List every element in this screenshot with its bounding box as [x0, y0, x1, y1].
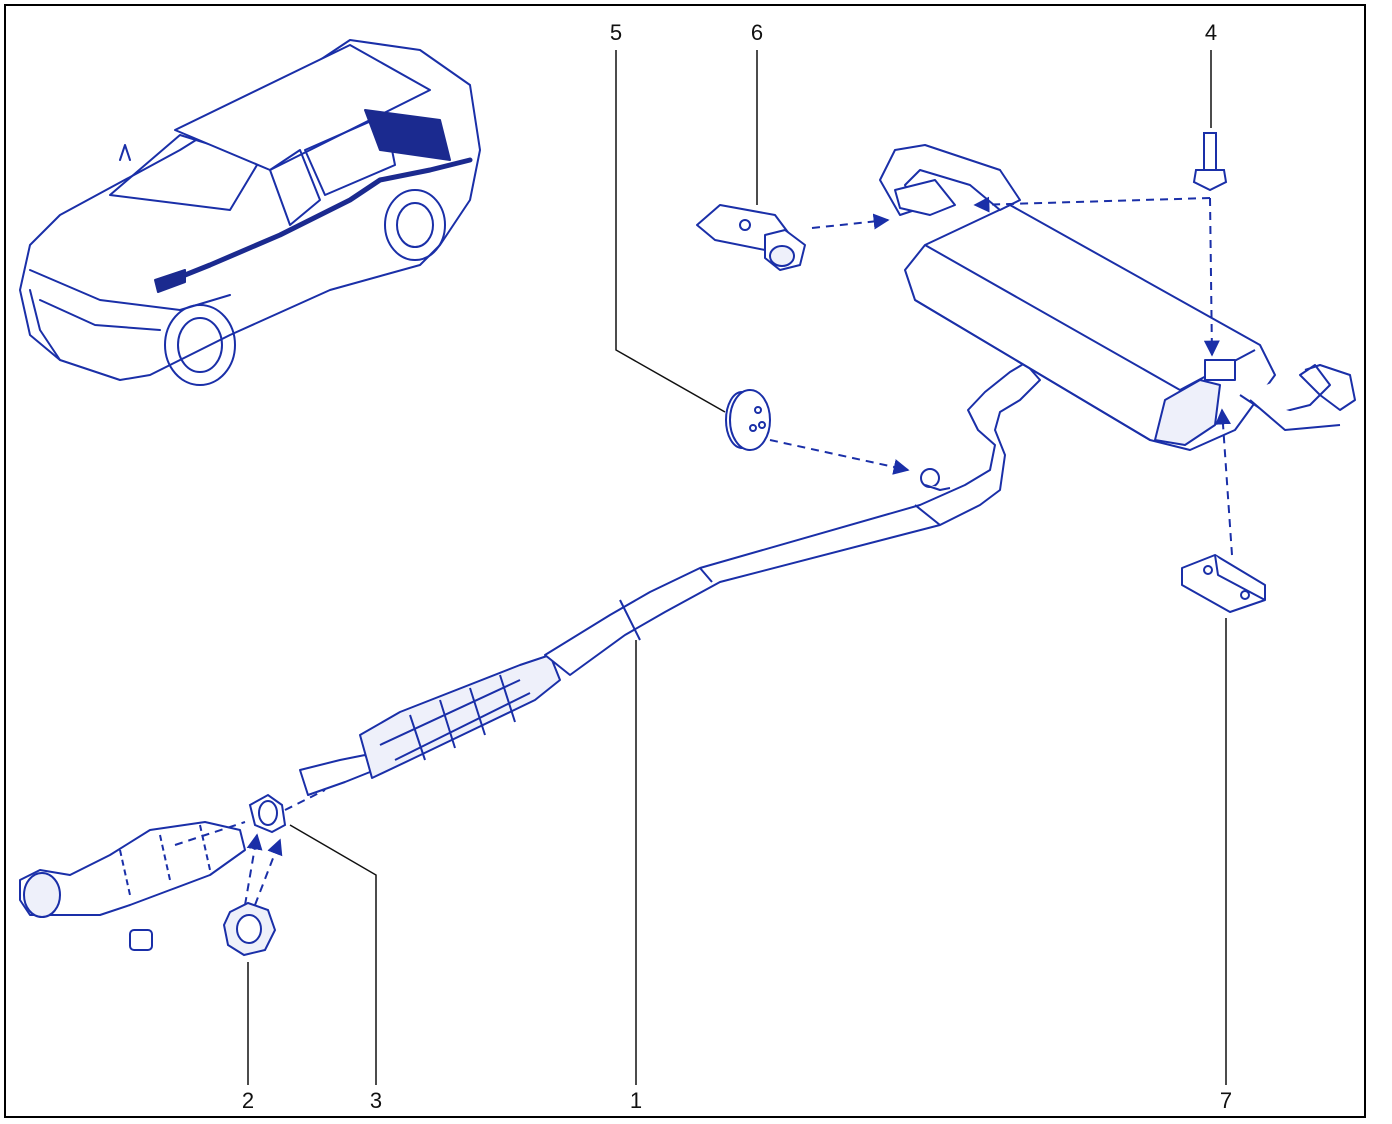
- part-3-gasket: [248, 793, 287, 834]
- diagram-border: [4, 4, 1366, 1118]
- vehicle-location-illustration: [19, 39, 481, 386]
- part-2-nut: [222, 901, 277, 957]
- callout-5: 5: [609, 20, 623, 45]
- callout-1: 1: [629, 1088, 643, 1113]
- callout-6: 6: [750, 20, 764, 45]
- part-4-bolt: [1192, 132, 1228, 192]
- part-6-bracket: [696, 204, 806, 271]
- callout-4: 4: [1204, 20, 1218, 45]
- assembly-arrows: [174, 196, 1233, 906]
- leader-lines: [247, 50, 1227, 1085]
- front-catalyst: [19, 821, 246, 951]
- rear-muffler: [879, 144, 1356, 451]
- callout-7: 7: [1219, 1088, 1233, 1113]
- part-7-bracket: [1181, 554, 1266, 613]
- exhaust-pipe-assembly: [299, 362, 1041, 796]
- callout-2: 2: [241, 1088, 255, 1113]
- callout-3: 3: [369, 1088, 383, 1113]
- part-5-rubber-mount: [725, 389, 771, 451]
